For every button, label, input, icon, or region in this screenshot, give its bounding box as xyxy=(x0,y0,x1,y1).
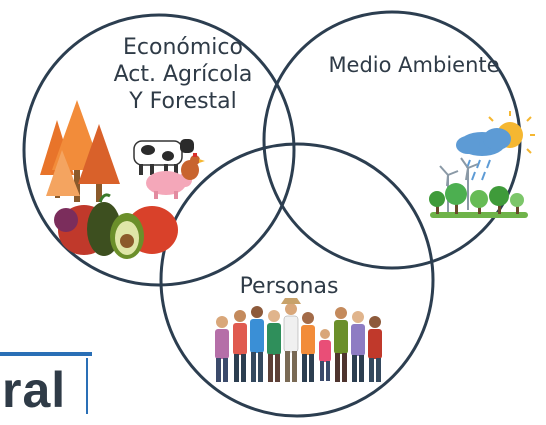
sun-cloud-rain-icon xyxy=(456,111,535,181)
cropped-title-text: ral xyxy=(2,362,67,418)
cow-icon xyxy=(133,139,194,175)
people-label: Personas xyxy=(239,274,339,299)
vegetables-icon xyxy=(54,193,178,259)
economic-label: Económico Act. Agrícola Y Forestal xyxy=(78,34,288,115)
cropped-title-top-bar xyxy=(0,352,92,356)
economic-label-line-1: Económico xyxy=(123,35,243,60)
economic-label-line-3: Y Forestal xyxy=(129,89,237,114)
chicken-icon xyxy=(181,153,205,180)
cropped-title: ral xyxy=(0,352,92,425)
environment-label: Medio Ambiente xyxy=(328,53,500,77)
cropped-title-right-bar xyxy=(86,358,88,414)
pig-icon xyxy=(146,171,192,199)
autumn-trees-icon xyxy=(40,100,120,202)
people-group-icon xyxy=(215,298,382,382)
economic-circle xyxy=(22,13,296,287)
economic-label-line-2: Act. Agrícola xyxy=(113,62,253,87)
people-circle xyxy=(159,142,435,418)
green-trees-icon xyxy=(429,183,528,218)
